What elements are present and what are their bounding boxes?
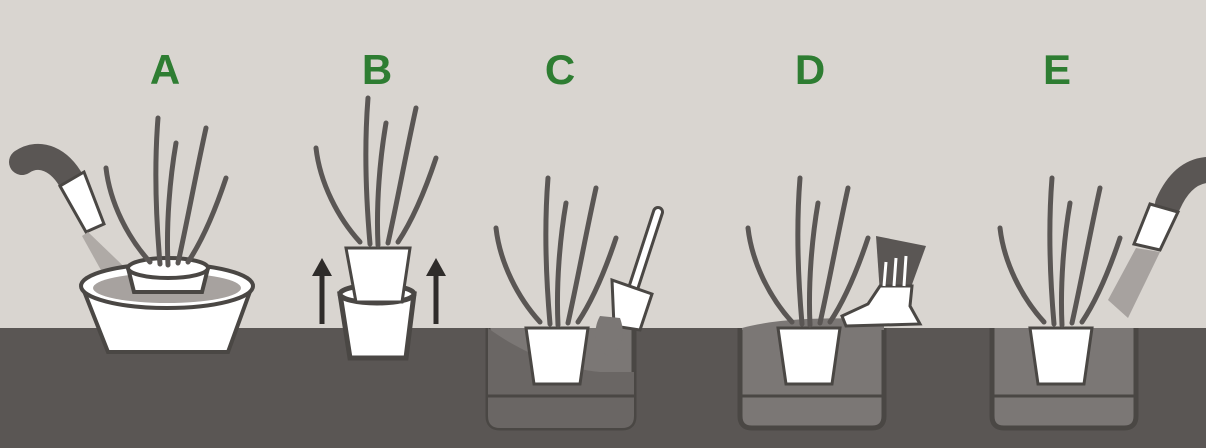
step-label-d: D — [780, 46, 840, 94]
step-label-e: E — [1027, 46, 1087, 94]
step-label-a: A — [135, 46, 195, 94]
step-label-b: B — [347, 46, 407, 94]
step-label-c: C — [530, 46, 590, 94]
